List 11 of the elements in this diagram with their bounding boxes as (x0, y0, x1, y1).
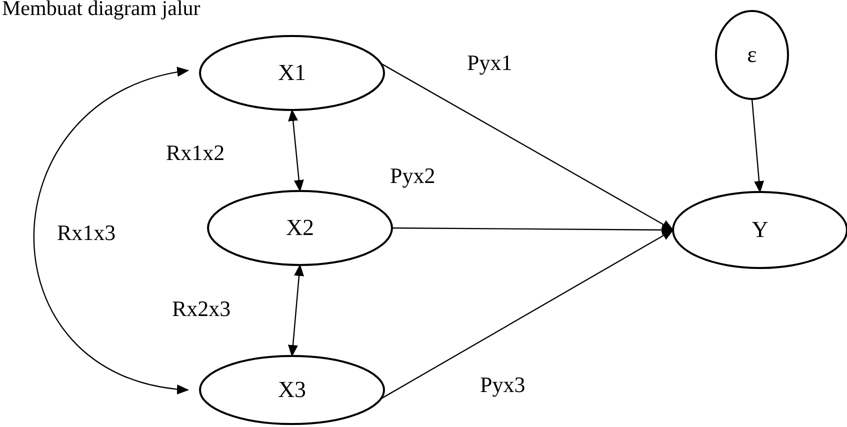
variable-ellipse: X2 (206, 189, 394, 267)
variable-ellipse: X3 (198, 354, 386, 426)
error-circle: ε (714, 9, 790, 101)
arrow (288, 109, 304, 192)
curved-arrow (33, 68, 190, 394)
arrow (380, 229, 674, 400)
arrow (751, 98, 764, 193)
variable-ellipse: X1 (198, 34, 386, 112)
arrow (288, 264, 304, 357)
arrow (380, 62, 674, 231)
title: Membuat diagram jalur (2, 0, 200, 21)
